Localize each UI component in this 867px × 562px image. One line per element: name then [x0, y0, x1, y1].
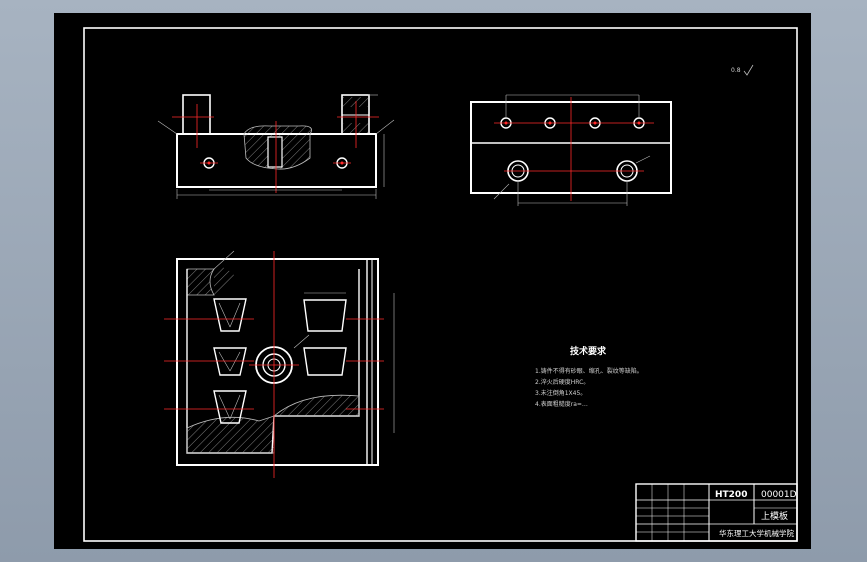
tech-item-3: 3.未注倒角1X45。 [535, 389, 586, 397]
drawing-canvas: 0.8 [83, 27, 798, 542]
title-block: HT200 00001D 上模板 华东理工大学机械学院 [635, 483, 798, 542]
material-label: HT200 [715, 490, 747, 500]
tech-item-2: 2.淬火后硬度HRC。 [535, 378, 589, 386]
roughness-value: 0.8 [731, 67, 741, 74]
school-name: 华东理工大学机械学院 [719, 528, 794, 538]
part-name: 上模板 [761, 510, 788, 522]
top-view [470, 94, 672, 206]
technical-requirements: 技术要求 1.铸件不得有砂眼、缩孔、裂纹等缺陷。 2.淬火后硬度HRC。 3.未… [535, 345, 643, 408]
front-view [157, 94, 395, 199]
drawing-code: 00001D [761, 490, 797, 500]
inner-frame [83, 27, 798, 542]
tech-item-1: 1.铸件不得有砂眼、缩孔、裂纹等缺陷。 [535, 367, 643, 375]
tech-title: 技术要求 [570, 345, 607, 357]
section-view [164, 250, 395, 478]
tech-item-4: 4.表面粗糙度ra=… [535, 400, 588, 408]
drawing-sheet: 0.8 [54, 13, 811, 549]
roughness-symbol: 0.8 [731, 64, 754, 76]
